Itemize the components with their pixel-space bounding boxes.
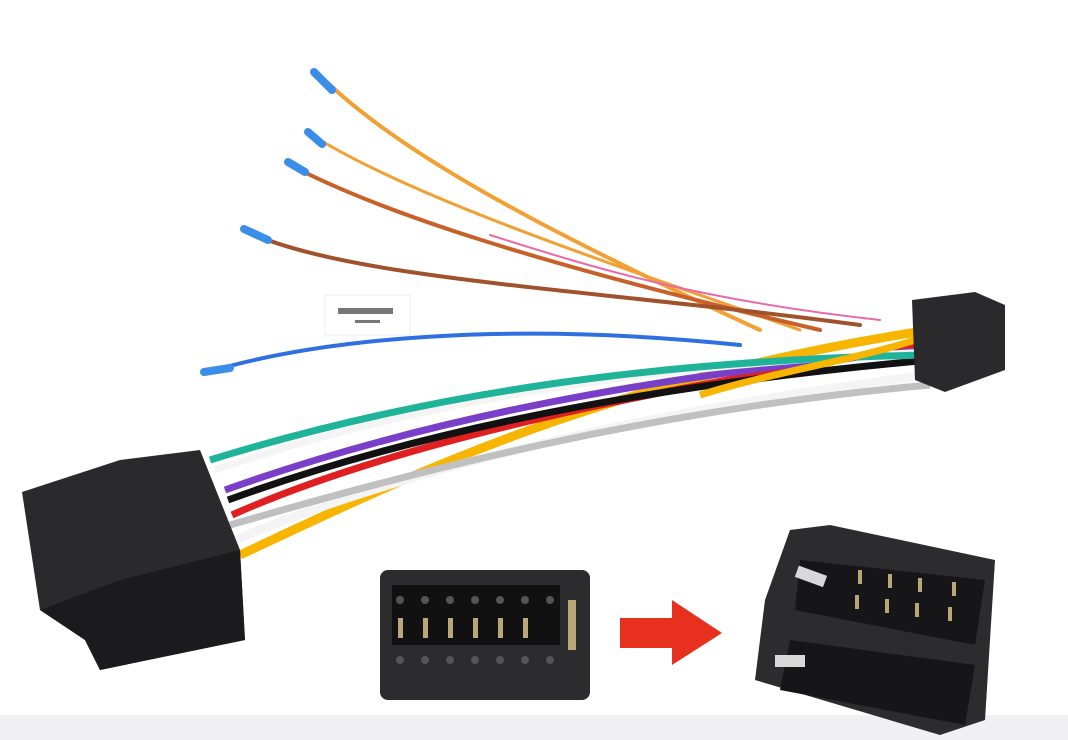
right-connector xyxy=(912,292,1005,392)
loose-wires xyxy=(213,83,881,372)
left-connector xyxy=(22,450,245,670)
wire-tips xyxy=(200,68,336,376)
wire-label-print xyxy=(338,308,393,323)
wire-label xyxy=(324,294,411,336)
iso-connector-detail xyxy=(755,525,995,735)
arrow-icon xyxy=(620,600,722,665)
wire-bundle xyxy=(208,325,932,560)
pin-connector-detail xyxy=(380,570,590,700)
